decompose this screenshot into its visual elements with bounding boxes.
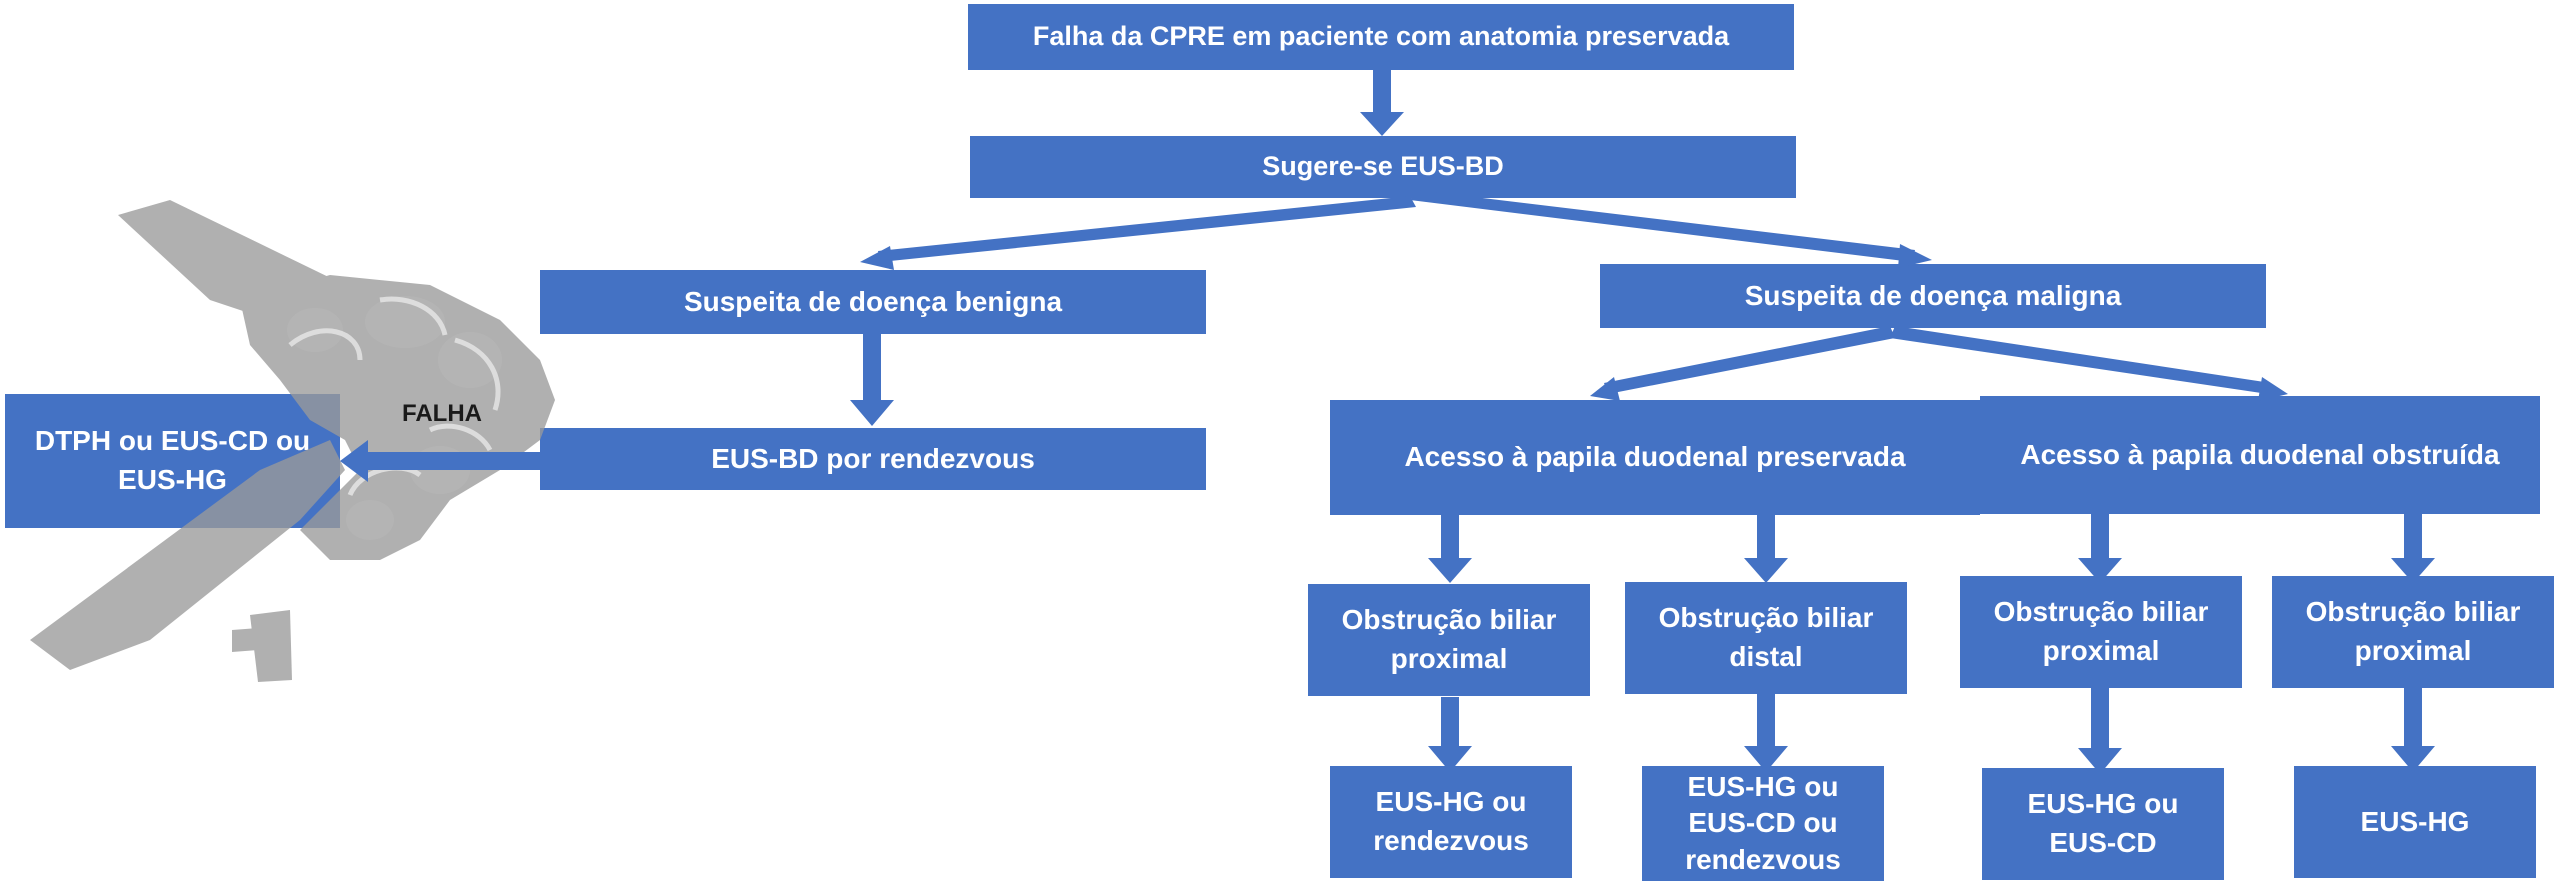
edge-malign-preserved bbox=[1604, 326, 1895, 394]
node-malign: Suspeita de doença maligna bbox=[1600, 264, 2266, 328]
edge-preserved-distal bbox=[1757, 514, 1775, 564]
edge-malign-obstructed-head bbox=[2258, 377, 2288, 401]
edge-malign-preserved-head bbox=[1590, 377, 1620, 401]
edge-distal-leaf2-head bbox=[1744, 746, 1788, 772]
edge-falha-head bbox=[340, 440, 368, 482]
edge-prox3-leaf4 bbox=[2404, 688, 2422, 752]
node-obs-prox-1: Obstrução biliar proximal bbox=[1308, 584, 1590, 696]
node-leaf-4-line-1: EUS-HG bbox=[2360, 805, 2470, 837]
node-obs-distal-text: Obstrução biliar distal bbox=[1659, 599, 1874, 676]
edge-suggest-malign bbox=[1410, 190, 1915, 262]
edge-suggest-benign bbox=[878, 196, 1416, 262]
node-leaf-2: EUS-HG ou EUS-CD ou rendezvous bbox=[1642, 766, 1884, 881]
edge-label-falha: FALHA bbox=[402, 400, 482, 427]
edge-prox3-leaf4-head bbox=[2391, 746, 2435, 772]
edge-prox1-leaf1 bbox=[1441, 697, 1459, 752]
node-obs-distal-line-1: Obstrução biliar bbox=[1658, 602, 1874, 634]
node-obs-prox-2-text: Obstrução biliar proximal bbox=[1994, 593, 2209, 670]
node-obs-prox-3-line-1: Obstrução biliar bbox=[2305, 596, 2521, 628]
node-papila-preserved-text: Acesso à papila duodenal preservada bbox=[1404, 441, 1906, 473]
node-leaf-2-line-3: rendezvous bbox=[1685, 843, 1841, 875]
edge-preserved-prox1-head bbox=[1428, 558, 1472, 583]
node-benign-text: Suspeita de doença benigna bbox=[683, 285, 1063, 317]
edge-obstructed-prox2-head bbox=[2078, 558, 2122, 583]
edge-benign-rendezvous bbox=[863, 332, 881, 405]
edge-distal-leaf2 bbox=[1757, 694, 1775, 752]
node-leaf-1: EUS-HG ou rendezvous bbox=[1330, 766, 1572, 878]
node-papila-preserved: Acesso à papila duodenal preservada bbox=[1330, 400, 1980, 515]
node-obs-prox-2-line-1: Obstrução biliar bbox=[1993, 596, 2209, 628]
node-obs-prox-2: Obstrução biliar proximal bbox=[1960, 576, 2242, 688]
node-obs-prox-1-line-2: proximal bbox=[1390, 643, 1508, 674]
edge-root-suggest bbox=[1373, 68, 1391, 120]
node-obs-prox-3-line-2: proximal bbox=[2354, 635, 2472, 666]
node-leaf-1-line-2: rendezvous bbox=[1373, 825, 1529, 856]
edge-preserved-distal-head bbox=[1744, 558, 1788, 583]
node-leaf-2-line-1: EUS-HG ou bbox=[1687, 770, 1839, 802]
node-rendezvous-text: EUS-BD por rendezvous bbox=[711, 442, 1035, 474]
node-leaf-2-text: EUS-HG ou EUS-CD ou rendezvous bbox=[1685, 769, 1841, 878]
node-leaf-3-line-2: EUS-CD bbox=[2049, 827, 2157, 858]
node-leaf-4: EUS-HG bbox=[2294, 766, 2536, 878]
node-leaf-4-text: EUS-HG bbox=[2361, 803, 2470, 842]
node-obs-prox-2-line-2: proximal bbox=[2042, 635, 2160, 666]
node-rendezvous: EUS-BD por rendezvous bbox=[540, 428, 1206, 490]
edge-obstructed-prox3 bbox=[2404, 514, 2422, 564]
edge-falha bbox=[365, 452, 540, 470]
node-malign-text: Suspeita de doença maligna bbox=[1744, 279, 2122, 311]
edge-benign-rendezvous-head bbox=[850, 400, 894, 426]
node-obs-prox-1-text: Obstrução biliar proximal bbox=[1342, 601, 1557, 678]
edge-prox2-leaf3-head bbox=[2078, 748, 2122, 774]
node-leaf-3-text: EUS-HG ou EUS-CD bbox=[2028, 785, 2179, 862]
edge-suggest-benign-head bbox=[860, 246, 894, 270]
node-leaf-2-line-2: EUS-CD ou bbox=[1688, 807, 1838, 839]
node-obs-prox-1-line-1: Obstrução biliar bbox=[1341, 604, 1557, 636]
node-root: Falha da CPRE em paciente com anatomia p… bbox=[968, 4, 1794, 70]
node-obs-prox-3: Obstrução biliar proximal bbox=[2272, 576, 2554, 688]
node-papila-obstructed: Acesso à papila duodenal obstruída bbox=[1980, 396, 2540, 514]
node-suggest: Sugere-se EUS-BD bbox=[970, 136, 1796, 198]
edge-obstructed-prox2 bbox=[2091, 514, 2109, 564]
node-obs-distal: Obstrução biliar distal bbox=[1625, 582, 1907, 694]
edge-malign-obstructed bbox=[1890, 326, 2271, 394]
node-leaf-1-line-1: EUS-HG ou bbox=[1375, 786, 1527, 818]
node-leaf-3-line-1: EUS-HG ou bbox=[2027, 788, 2179, 820]
edge-prox2-leaf3 bbox=[2091, 688, 2109, 754]
node-leaf-3: EUS-HG ou EUS-CD bbox=[1982, 768, 2224, 880]
node-papila-obstructed-text: Acesso à papila duodenal obstruída bbox=[2020, 438, 2500, 470]
node-leaf-1-text: EUS-HG ou rendezvous bbox=[1373, 783, 1529, 860]
edge-prox1-leaf1-head bbox=[1428, 746, 1472, 772]
edge-preserved-prox1 bbox=[1441, 514, 1459, 564]
node-benign: Suspeita de doença benigna bbox=[540, 270, 1206, 334]
edge-root-suggest-head bbox=[1360, 112, 1404, 136]
edge-obstructed-prox3-head bbox=[2391, 558, 2435, 583]
node-obs-distal-line-2: distal bbox=[1729, 641, 1803, 672]
node-obs-prox-3-text: Obstrução biliar proximal bbox=[2306, 593, 2521, 670]
node-root-text: Falha da CPRE em paciente com anatomia p… bbox=[1032, 21, 1730, 52]
edge-suggest-malign-head bbox=[1898, 244, 1932, 268]
node-suggest-text: Sugere-se EUS-BD bbox=[1262, 151, 1504, 182]
